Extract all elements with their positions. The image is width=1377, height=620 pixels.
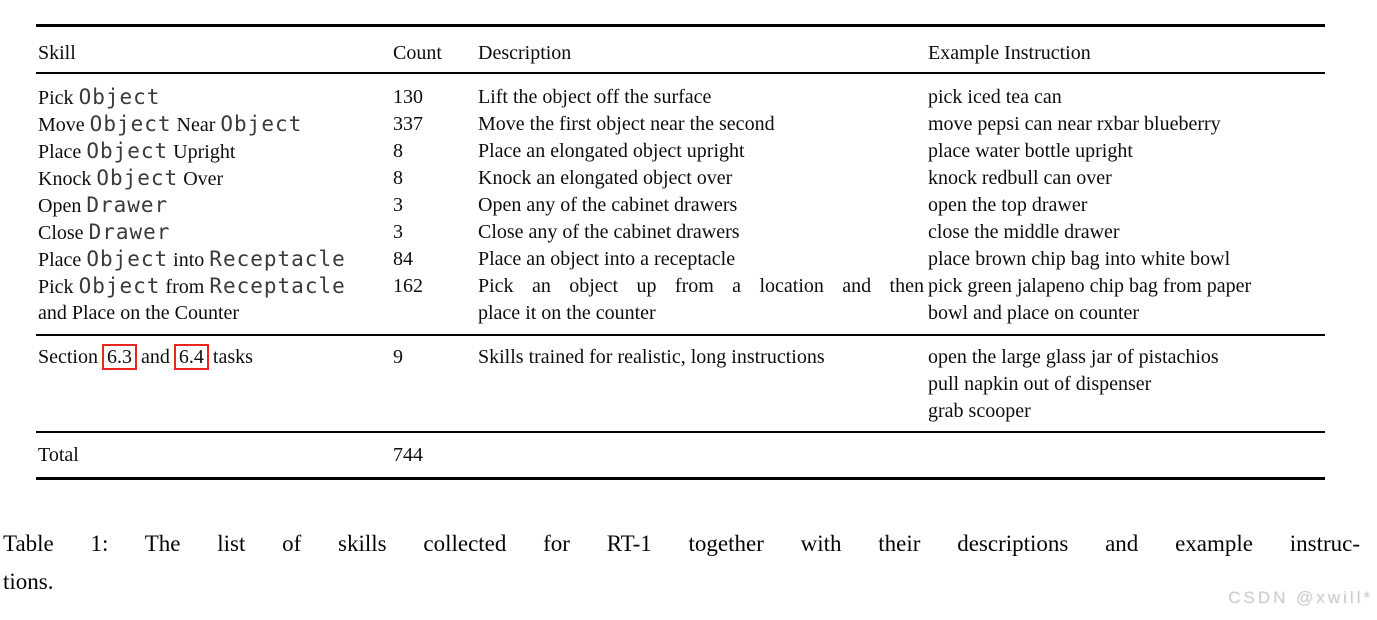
column-header-count: Count: [393, 42, 442, 64]
table-rule-top: [36, 24, 1325, 27]
description-line: Pick an object up from a location and th…: [478, 275, 924, 297]
skill-segment: Over: [178, 168, 224, 190]
table-rule-bottom: [36, 477, 1325, 480]
total-count: 744: [393, 444, 423, 466]
count-cell: 8: [393, 140, 403, 162]
skill-segment: Pick: [38, 276, 79, 298]
skill-segment-mono: Drawer: [88, 220, 171, 244]
example-line: bowl and place on counter: [928, 302, 1140, 324]
example-line: pull napkin out of dispenser: [928, 373, 1152, 395]
skill-segment: and: [141, 346, 170, 368]
skill-segment-mono: Object: [86, 139, 169, 163]
skill-cell: Place Object into Receptacle: [38, 246, 391, 274]
skill-segment: Close: [38, 222, 89, 244]
table-rule-mid: [36, 334, 1325, 336]
skill-segment: tasks: [212, 346, 253, 368]
section-link-6-3[interactable]: 6.3: [102, 344, 137, 370]
count-cell: 9: [393, 346, 403, 368]
description-line: place it on the counter: [478, 302, 656, 324]
csdn-watermark: CSDN @xwill*: [1228, 588, 1373, 607]
description-cell: Skills trained for realistic, long instr…: [478, 346, 825, 368]
example-line: grab scooper: [928, 400, 1031, 422]
total-label: Total: [38, 444, 79, 466]
count-cell: 130: [393, 86, 423, 108]
skill-segment: Pick: [38, 87, 79, 109]
section-link-6-4[interactable]: 6.4: [173, 344, 209, 370]
skill-cell: Pick Object from Receptacle and Place on…: [38, 273, 391, 327]
skill-segment-mono: Drawer: [86, 193, 169, 217]
skill-segment: Move: [38, 114, 90, 136]
skill-cell: Knock Object Over: [38, 165, 391, 193]
skill-cell: Place Object Upright: [38, 138, 391, 166]
example-cell: pick green jalapeno chip bag from paper …: [928, 273, 1328, 327]
description-cell: Pick an object up from a location and th…: [478, 273, 924, 327]
example-cell: open the top drawer: [928, 194, 1088, 216]
skill-segment: Section: [38, 346, 98, 368]
count-cell: 3: [393, 221, 403, 243]
skill-segment: Open: [38, 195, 87, 217]
count-cell: 8: [393, 167, 403, 189]
skill-segment-mono: Object: [89, 112, 172, 136]
table-caption-line2: tions.: [3, 569, 54, 594]
table-rule-below-header: [36, 72, 1325, 74]
example-line: open the large glass jar of pistachios: [928, 346, 1219, 368]
skill-segment-mono: Receptacle: [209, 247, 346, 271]
skill-cell: Move Object Near Object: [38, 111, 391, 139]
example-cell: pick iced tea can: [928, 86, 1062, 108]
description-cell: Open any of the cabinet drawers: [478, 194, 738, 216]
example-line: pick green jalapeno chip bag from paper: [928, 275, 1252, 297]
skill-segment: Upright: [168, 141, 236, 163]
skill-segment-mono: Object: [78, 274, 161, 298]
skill-segment: from: [160, 276, 210, 298]
example-cell: place water bottle upright: [928, 140, 1133, 162]
skill-segment: into: [168, 249, 210, 271]
example-cell: move pepsi can near rxbar blueberry: [928, 113, 1221, 135]
skill-segment-mono: Receptacle: [209, 274, 346, 298]
example-cell: knock redbull can over: [928, 167, 1112, 189]
column-header-example: Example Instruction: [928, 42, 1091, 64]
skill-line: Pick Object from Receptacle: [38, 273, 391, 300]
example-cell: close the middle drawer: [928, 221, 1120, 243]
count-cell: 337: [393, 113, 423, 135]
count-cell: 3: [393, 194, 403, 216]
description-cell: Close any of the cabinet drawers: [478, 221, 740, 243]
skill-segment: Near: [171, 114, 221, 136]
skill-segment-mono: Object: [78, 85, 161, 109]
skill-segment: Place: [38, 249, 87, 271]
example-cell: place brown chip bag into white bowl: [928, 248, 1231, 270]
description-cell: Lift the object off the surface: [478, 86, 712, 108]
column-header-description: Description: [478, 42, 572, 64]
skill-cell: Close Drawer: [38, 219, 391, 247]
skill-cell: Pick Object: [38, 84, 391, 112]
skill-line: and Place on the Counter: [38, 302, 240, 324]
skill-segment: Place: [38, 141, 87, 163]
description-cell: Place an object into a receptacle: [478, 248, 736, 270]
skill-segment: Knock: [38, 168, 97, 190]
table-rule-above-total: [36, 431, 1325, 433]
skill-segment-mono: Object: [96, 166, 179, 190]
table-caption-line1: Table 1: The list of skills collected fo…: [3, 531, 1360, 556]
skill-segment-mono: Object: [86, 247, 169, 271]
skill-cell: Open Drawer: [38, 192, 391, 220]
description-cell: Move the first object near the second: [478, 113, 775, 135]
description-cell: Knock an elongated object over: [478, 167, 733, 189]
column-header-skill: Skill: [38, 42, 76, 64]
description-cell: Place an elongated object upright: [478, 140, 745, 162]
count-cell: 84: [393, 248, 413, 270]
count-cell: 162: [393, 275, 423, 297]
skill-segment-mono: Object: [220, 112, 303, 136]
example-cell: open the large glass jar of pistachios p…: [928, 344, 1328, 425]
